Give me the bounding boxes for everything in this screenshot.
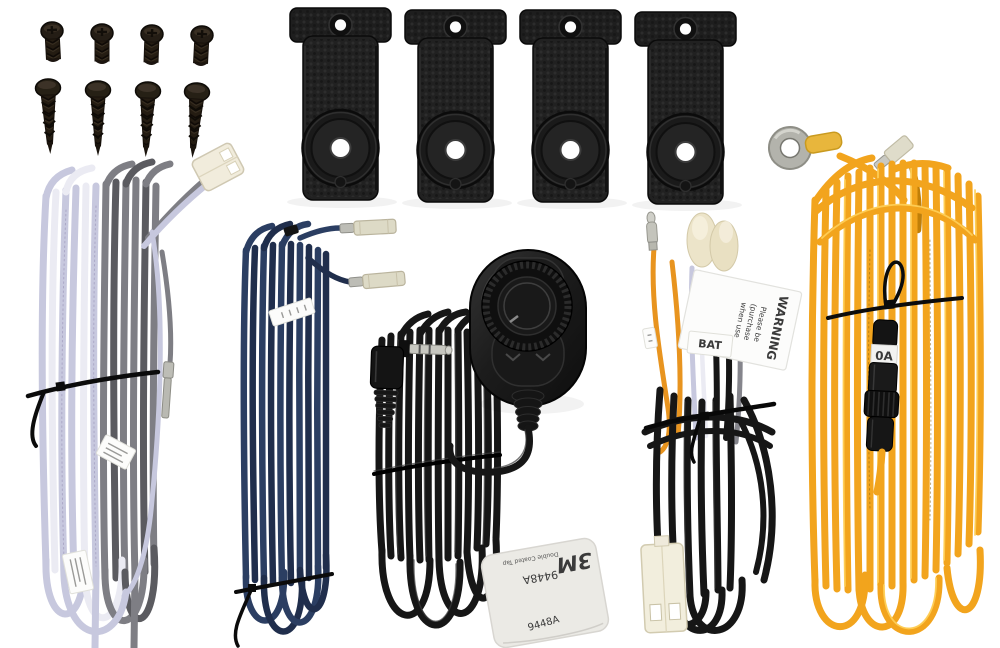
speaker-wire-bundle [25, 142, 245, 648]
bat-label-text: BAT [698, 337, 723, 352]
blue-wire-coil [233, 218, 406, 648]
cable-tie [25, 369, 161, 448]
cable-tie [826, 260, 964, 320]
cable-tie [233, 572, 334, 648]
mounting-bracket [518, 8, 623, 204]
machine-screw [138, 23, 165, 67]
molex-connector [640, 535, 688, 634]
wire-label-flag [61, 549, 95, 595]
cream-connectors [686, 212, 739, 272]
wire-label-flag [642, 326, 658, 350]
ring-terminal [768, 126, 843, 170]
machine-screws-set [39, 20, 215, 68]
remote-level-knob [446, 249, 587, 476]
bat-label-flag: BAT [686, 330, 734, 358]
rotary-knob [481, 260, 573, 352]
cable-tie [643, 401, 777, 464]
female-spade-terminal [339, 218, 397, 236]
pad-code-text: 9448A [521, 568, 559, 587]
female-spade-terminal [348, 270, 406, 290]
machine-screw [188, 24, 215, 68]
mounting-brackets-set [287, 6, 742, 211]
spade-terminal [161, 361, 175, 419]
tapping-screw [84, 80, 112, 157]
tapping-screw [179, 81, 211, 160]
tapping-screw [34, 77, 64, 156]
wire-label-flag [96, 434, 136, 470]
mounting-bracket [633, 10, 738, 206]
mini-jack-plug [369, 340, 453, 429]
fuse-rating-text: 0A [875, 349, 894, 364]
mounting-bracket [288, 6, 393, 202]
remote-cable-coil [369, 308, 502, 629]
molex-connector [191, 142, 245, 192]
machine-screw [89, 22, 115, 66]
wire-clip [283, 224, 299, 237]
tapping-screws-set [34, 77, 211, 160]
warning-label: WARNING Please be (purchase when use [677, 269, 803, 371]
adhesive-pad: 3M 9448A Double Coated Tap 9448A [480, 537, 610, 648]
mounting-bracket [403, 8, 508, 204]
machine-screw [39, 20, 66, 64]
power-wire-coil: 0A [768, 126, 984, 635]
wire-label-flag [268, 297, 316, 327]
bullet-terminal [646, 211, 659, 251]
fuse-holder: 0A [863, 319, 900, 452]
tapping-screw [132, 80, 162, 159]
wiring-harness: WARNING Please be (purchase when use BAT [640, 211, 803, 634]
